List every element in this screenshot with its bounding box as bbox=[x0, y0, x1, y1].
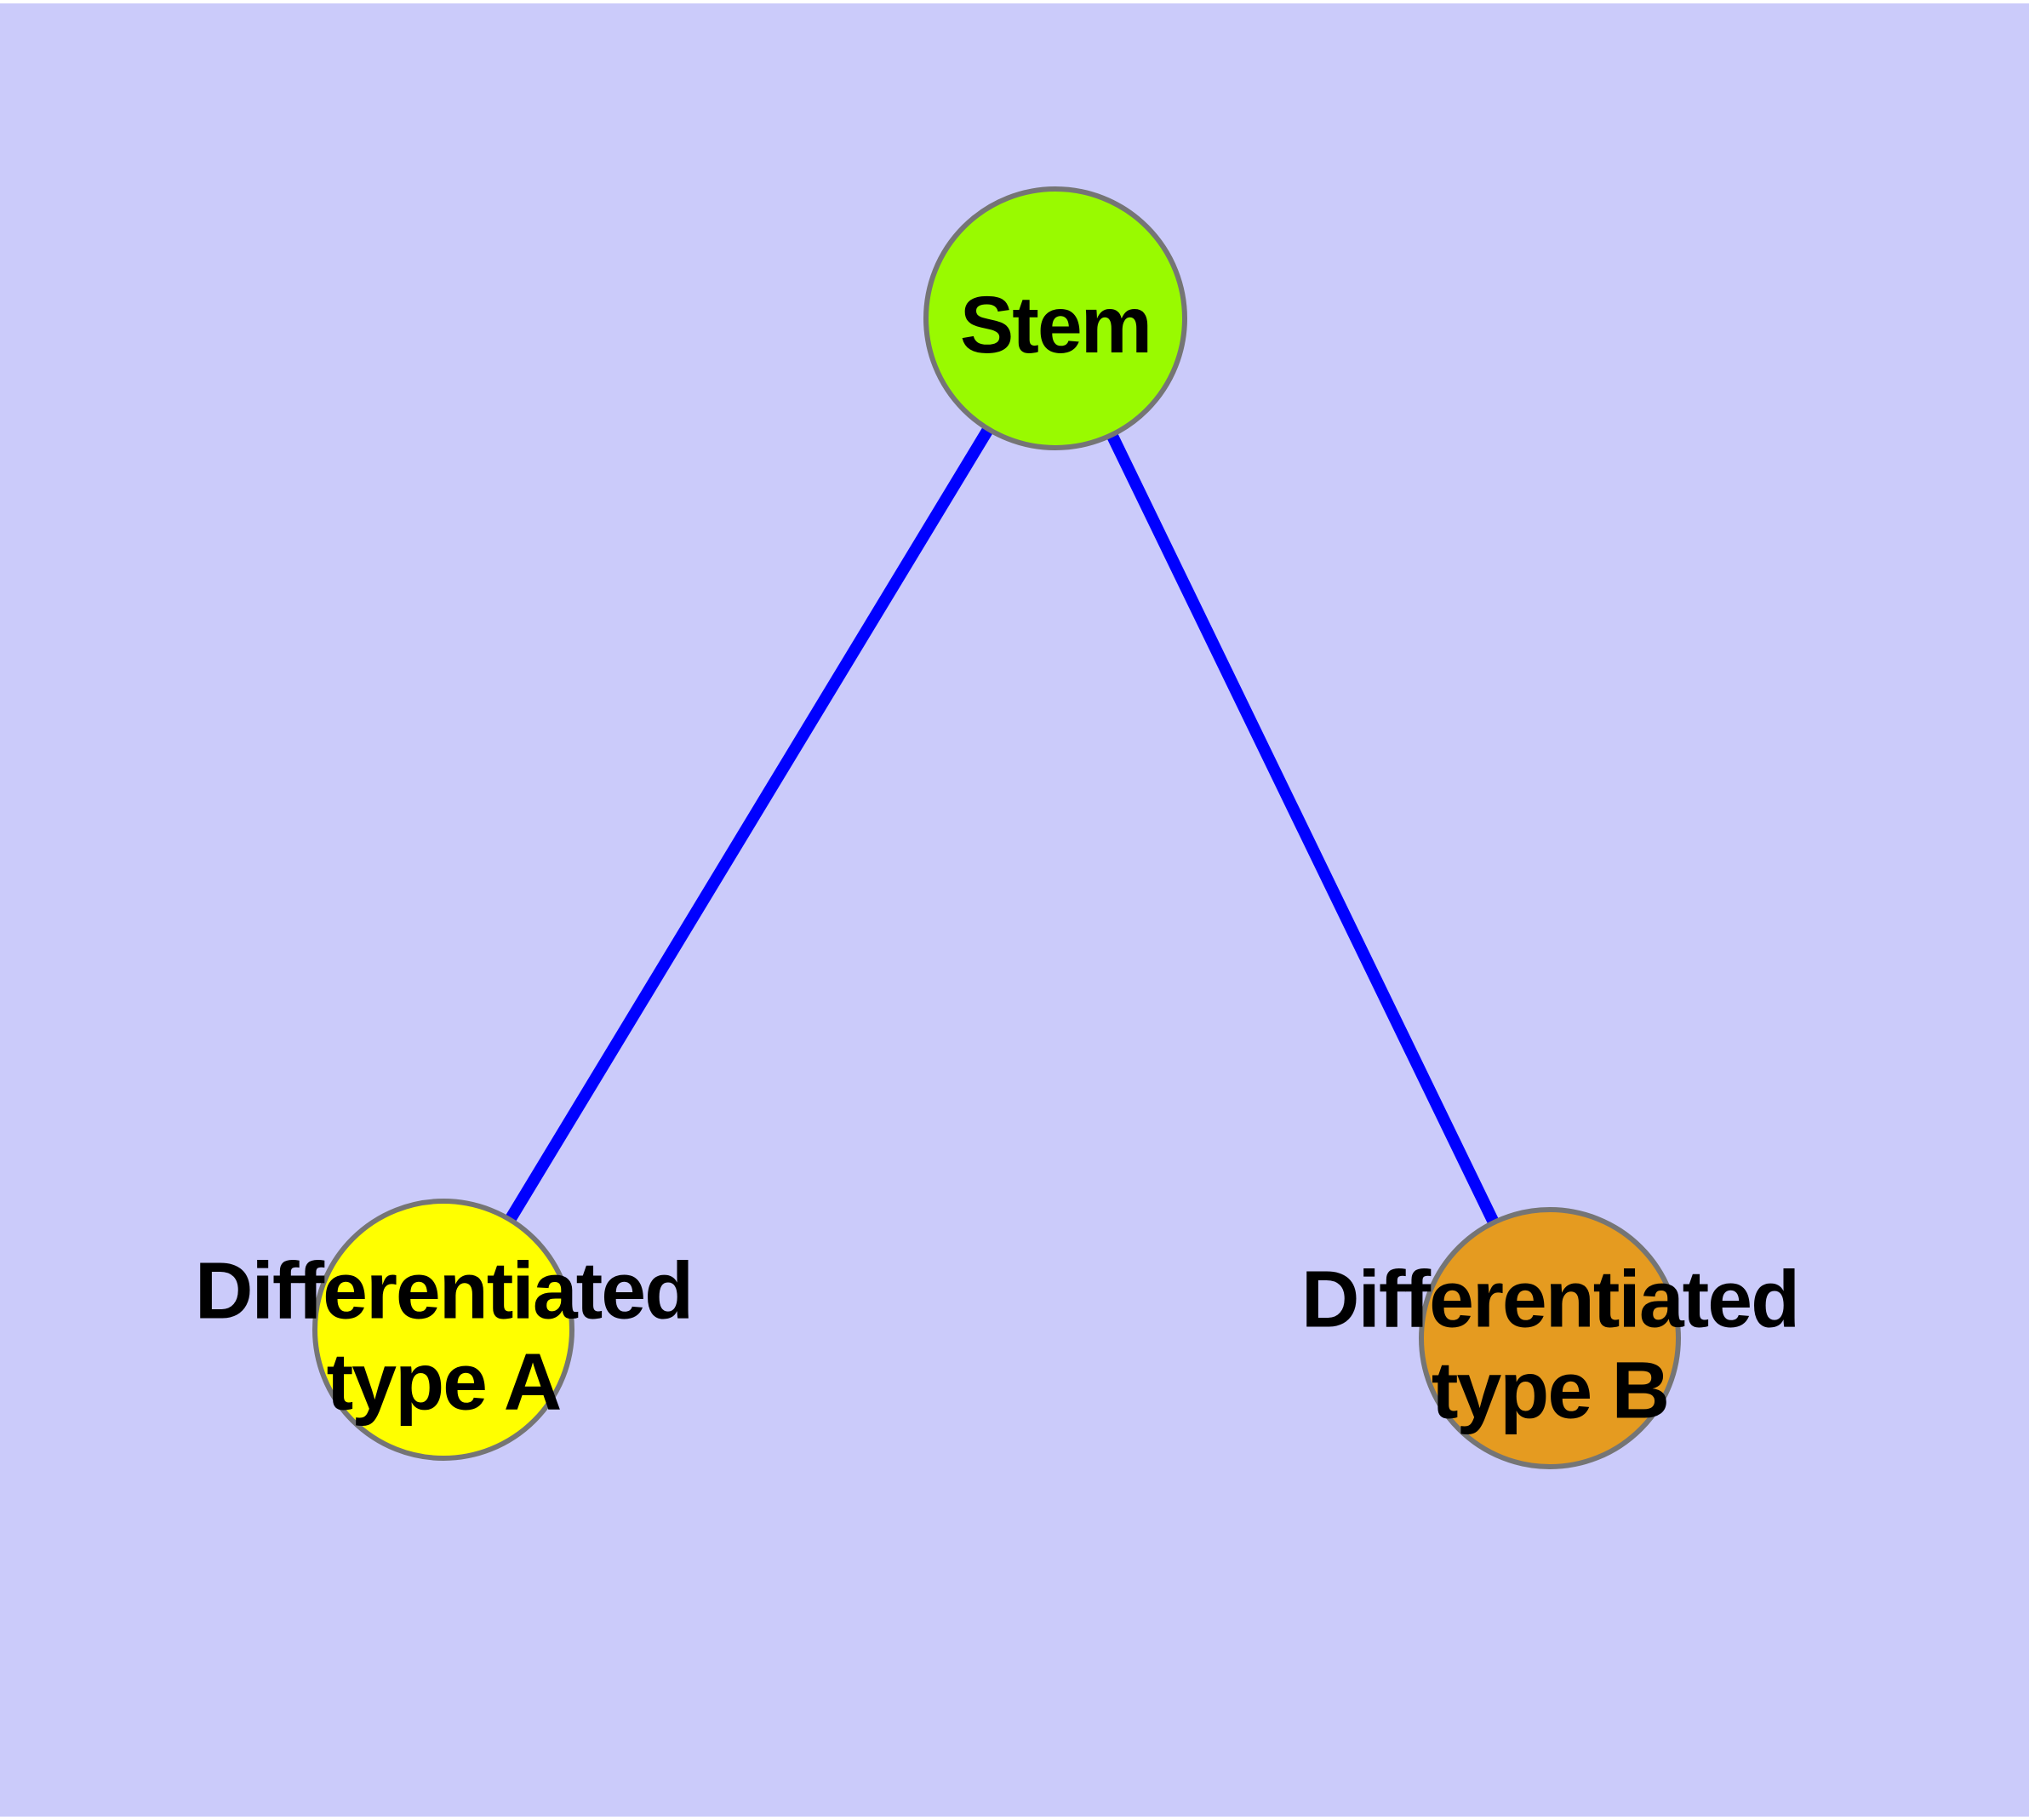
node-label-stem: Stem bbox=[960, 280, 1151, 370]
node-differentiated-type-b bbox=[1419, 1207, 1681, 1469]
node-differentiated-type-a bbox=[312, 1199, 574, 1461]
node-stem bbox=[923, 186, 1187, 450]
edge-stem-to-differentiated-type-a bbox=[438, 315, 1060, 1333]
edge-stem-to-differentiated-type-b bbox=[1049, 315, 1556, 1342]
